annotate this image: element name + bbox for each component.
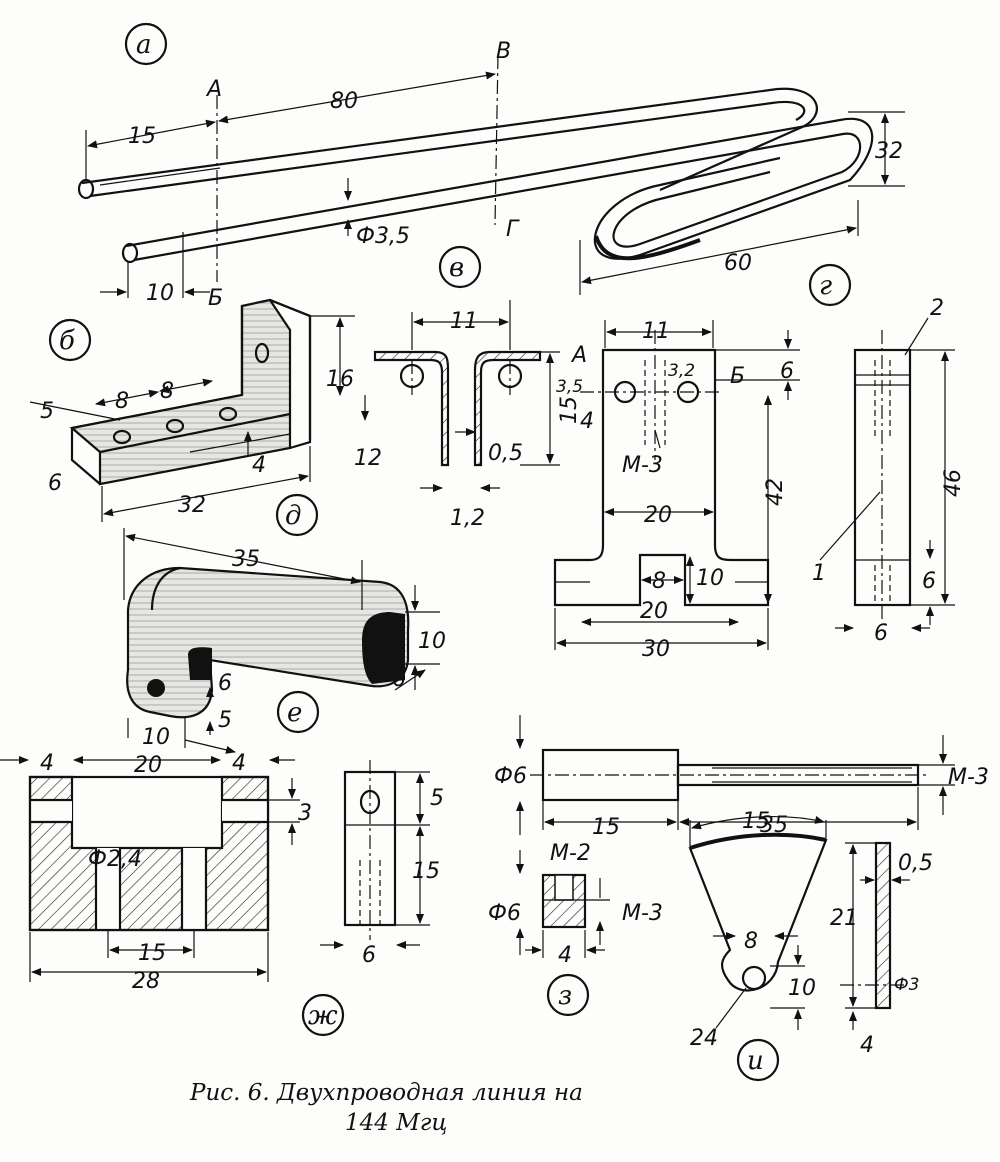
dim-g-30: 30 (642, 637, 670, 662)
dim-i-10: 10 (788, 976, 816, 1001)
dim-z-4: 4 (558, 943, 572, 968)
section-G: Г (506, 217, 520, 242)
dim-b-32: 32 (178, 493, 206, 518)
dim-g-6b: 6 (922, 569, 936, 594)
section-B: Б (208, 286, 223, 311)
dim-g-42: 42 (763, 478, 788, 506)
dim-e-35: 35 (232, 547, 260, 572)
label-b: б (59, 326, 75, 356)
dim-b-8a: 8 (115, 389, 129, 414)
dim-b-8b: 8 (160, 379, 174, 404)
caption-line-2: 144 Мгц (345, 1110, 447, 1136)
dim-a-phi: Ф3,5 (356, 224, 410, 249)
dim-g-20b: 20 (640, 599, 668, 624)
dim-g-m3: М-3 (622, 453, 663, 478)
dim-g-32: 3,2 (668, 361, 695, 381)
dim-zh-15b: 15 (412, 859, 440, 884)
dim-z-phi6b: Ф6 (488, 901, 521, 926)
dim-i-21: 21 (830, 906, 858, 931)
dim-g-8: 8 (652, 569, 666, 594)
dim-e-10b: 10 (142, 725, 170, 750)
dim-e-6a: 6 (392, 667, 406, 692)
dim-b-4: 4 (252, 453, 266, 478)
label-zh: ж (308, 1001, 338, 1031)
label-v: в (449, 253, 464, 283)
dim-g-4: 4 (580, 409, 594, 434)
dim-zh-5: 5 (430, 786, 444, 811)
dim-a-15: 15 (128, 124, 156, 149)
part-a-two-wire-line: а А Б В Г 15 80 32 60 (77, 22, 905, 311)
dim-z-m3b: М-3 (622, 901, 663, 926)
part-e-bar: 35 10 6 6 5 10 е (123, 528, 446, 754)
dim-a-32: 32 (875, 139, 903, 164)
dim-v-15: 15 (557, 396, 582, 424)
dim-g-11: 11 (642, 319, 670, 344)
label-i: и (747, 1046, 764, 1076)
dim-z-m2: М-2 (550, 841, 591, 866)
dim-b-6: 6 (48, 471, 62, 496)
dim-v-11: 11 (450, 309, 478, 334)
dim-zh-20: 20 (134, 753, 162, 778)
part-v-profile: в 11 15 0,5 1,2 (373, 245, 582, 531)
dim-v-12: 1,2 (450, 506, 485, 531)
dim-i-4: 4 (860, 1033, 874, 1058)
dim-z-15: 15 (592, 815, 620, 840)
dim-g-A: А (570, 343, 587, 368)
dim-i-phi3: Ф3 (894, 975, 919, 995)
dim-zh-phi: Ф2,4 (88, 847, 142, 872)
dim-g-46: 46 (941, 469, 966, 497)
dim-e-10a: 10 (418, 629, 446, 654)
section-V: В (496, 39, 511, 64)
part-g-holder: г 11 А 3,2 Б 6 3,5 4 М-3 42 20 8 10 (553, 263, 966, 662)
dim-e-5: 5 (218, 708, 232, 733)
dim-zh-28: 28 (132, 969, 160, 994)
dim-zh-15: 15 (138, 941, 166, 966)
dim-v-05: 0,5 (488, 441, 523, 466)
dim-zh-6: 6 (362, 943, 376, 968)
dim-g-10: 10 (696, 566, 724, 591)
part-b-bracket: б 5 8 8 16 12 4 6 32 д (29, 298, 382, 537)
dim-a-10: 10 (146, 281, 174, 306)
dim-zh-3: 3 (298, 801, 312, 826)
part-zh-u-block: 4 20 4 3 Ф2,4 15 28 ж 5 15 (0, 751, 444, 1037)
label-z: з (558, 981, 572, 1011)
dim-i-24: 24 (690, 1026, 718, 1051)
dim-z-m3a: М-3 (948, 765, 989, 790)
dim-g-6c: 6 (874, 621, 888, 646)
dim-b-5: 5 (40, 399, 54, 424)
dim-i-15: 15 (742, 809, 770, 834)
dim-g-B: Б (730, 364, 745, 389)
dim-i-8: 8 (744, 929, 758, 954)
caption-line-1: Рис. 6. Двухпроводная линия на (189, 1080, 583, 1106)
dim-g-20a: 20 (644, 503, 672, 528)
label-e: е (287, 698, 302, 728)
dim-a-80: 80 (330, 89, 358, 114)
part-i-fan-plate: 15 8 10 24 21 0,5 Ф3 4 и (688, 809, 933, 1082)
label-d: д (285, 501, 301, 531)
dim-zh-4b: 4 (232, 751, 246, 776)
dim-zh-4a: 4 (40, 751, 54, 776)
dim-b-16: 16 (326, 367, 354, 392)
label-a: а (136, 30, 152, 60)
section-A: А (205, 77, 222, 102)
label-g: г (819, 271, 832, 301)
dim-g-6a: 6 (780, 359, 794, 384)
dim-a-60: 60 (724, 251, 752, 276)
dim-g-n1: 1 (812, 561, 826, 586)
dim-z-phi6a: Ф6 (494, 764, 527, 789)
dim-i-05: 0,5 (898, 851, 933, 876)
dim-g-n2: 2 (930, 296, 944, 321)
dim-g-35: 3,5 (556, 377, 583, 397)
dim-b-12: 12 (354, 446, 382, 471)
dim-e-6b: 6 (218, 671, 232, 696)
